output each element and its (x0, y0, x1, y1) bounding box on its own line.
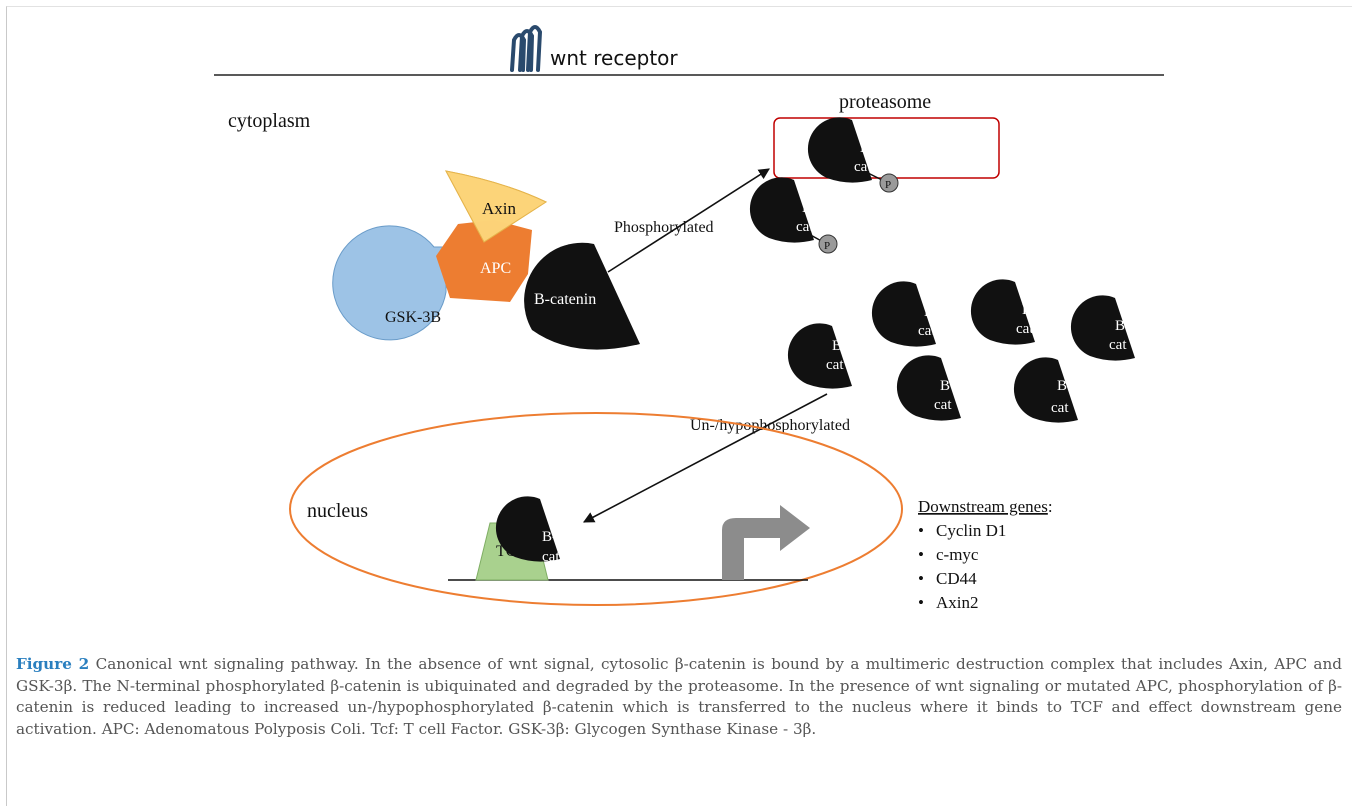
svg-text:B-: B- (542, 529, 557, 545)
axin-label: Axin (482, 199, 517, 218)
svg-text:B-: B- (1057, 378, 1072, 394)
gene-item: Axin2 (936, 593, 979, 612)
svg-text:B-: B- (832, 338, 847, 354)
figure-frame (6, 6, 1352, 806)
receptor-label: wnt receptor (550, 46, 678, 70)
b-cat-free-1: B- cat (871, 281, 939, 347)
cytoplasm-label: cytoplasm (228, 110, 311, 132)
b-cat-free-4: B- cat (787, 323, 852, 389)
svg-text:P: P (885, 179, 891, 191)
svg-text:cat: cat (1016, 321, 1034, 337)
bullet: • (918, 569, 924, 588)
axin-shape-top (445, 170, 548, 243)
proteasome-box (773, 117, 1000, 179)
svg-text:cat: cat (934, 397, 952, 413)
wnt-receptor-icon (510, 25, 543, 72)
b-cat-nuclear: B- cat (495, 496, 560, 565)
svg-text:B-: B- (802, 200, 817, 216)
caption-text: Canonical wnt signaling pathway. In the … (16, 655, 1342, 738)
nucleus-ellipse (289, 412, 903, 606)
phospho-marker (879, 173, 899, 193)
b-cat-free-6: B- cat (1013, 357, 1078, 423)
phosphorylated-label: Phosphorylated (614, 219, 714, 236)
svg-text:P: P (824, 240, 830, 252)
figure-label: Figure 2 (16, 655, 90, 673)
svg-text:B-: B- (924, 304, 939, 320)
svg-text:cat: cat (854, 159, 872, 175)
phosphorylation-arrow (607, 168, 770, 273)
unphosphorylated-label: Un-/hypophosphorylated (690, 417, 850, 434)
svg-text:B-: B- (860, 140, 875, 156)
b-cat-phosphorylated: P B- cat (749, 177, 838, 254)
downstream-genes: Downstream genes: • Cyclin D1 • c-myc • … (918, 497, 1053, 612)
apc-label: APC (480, 260, 511, 277)
svg-text:cat: cat (796, 219, 814, 235)
svg-text:cat: cat (542, 549, 560, 565)
destruction-complex: Axin APC GSK-3B B-catenin (332, 170, 640, 350)
wnt-pathway-diagram: wnt receptor cytoplasm proteasome Axin A… (214, 24, 1164, 648)
figure-caption: Figure 2 Canonical wnt signaling pathway… (16, 654, 1342, 740)
b-cat-free-3: B- cat (1070, 295, 1135, 361)
bullet: • (918, 521, 924, 540)
b-cat-free-5: B- cat (896, 355, 961, 421)
svg-text:cat: cat (826, 357, 844, 373)
beta-catenin-shape (524, 242, 640, 350)
b-cat-proteasome: P B- cat (807, 117, 899, 193)
svg-text:B-: B- (940, 378, 955, 394)
gene-activation-arrow-icon (722, 505, 810, 580)
bullet: • (918, 593, 924, 612)
svg-text:cat: cat (1109, 337, 1127, 353)
proteasome-label: proteasome (839, 91, 931, 113)
gene-item: CD44 (936, 569, 977, 588)
svg-text:cat: cat (1051, 400, 1069, 416)
apc-shape (436, 220, 532, 302)
b-cat-free-2: B- cat (970, 279, 1037, 345)
phospho-marker (818, 234, 838, 254)
gene-item: c-myc (936, 545, 979, 564)
b-catenin-label: B-catenin (534, 291, 596, 308)
bullet: • (918, 545, 924, 564)
gene-item: Cyclin D1 (936, 521, 1006, 540)
svg-text:cat: cat (918, 323, 936, 339)
translocation-arrow (583, 393, 828, 523)
downstream-title: Downstream genes: (918, 497, 1053, 516)
gsk-3b-shape (332, 225, 447, 341)
gsk-3b-label: GSK-3B (385, 309, 441, 326)
svg-text:B-: B- (1115, 318, 1130, 334)
svg-text:B-: B- (1022, 302, 1037, 318)
nucleus-label: nucleus (307, 500, 368, 522)
